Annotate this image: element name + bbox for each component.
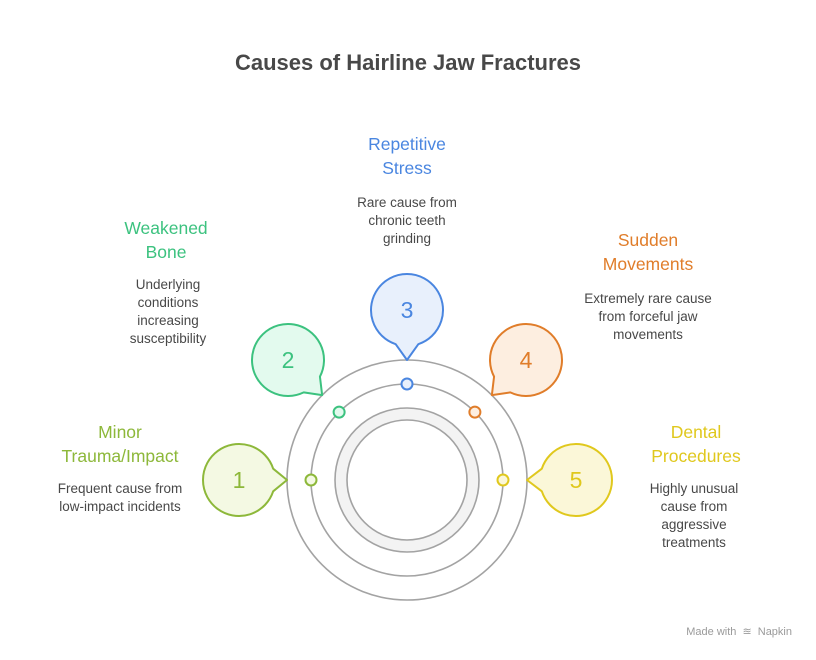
ring-marker-3 [400, 377, 414, 391]
cause-description-line: conditions [137, 295, 199, 310]
speech-bubble-shape [251, 323, 325, 397]
cause-title-line: Minor [98, 422, 142, 442]
page-title: Causes of Hairline Jaw Fractures [234, 50, 582, 75]
cause-description-5: Highly unusual cause from aggressive treatm… [614, 480, 774, 552]
speech-bubble-shape [202, 443, 288, 517]
cause-description-line: movements [613, 327, 683, 342]
ring-marker-5 [496, 473, 510, 487]
made-with-napkin[interactable]: Made with ≊ Napkin [686, 625, 792, 638]
outer-ring [286, 359, 528, 601]
bubble-number: 5 [570, 467, 583, 493]
cause-title-line: Bone [145, 242, 187, 262]
bubble-1: 1 [202, 443, 288, 517]
ring-marker-1 [304, 473, 318, 487]
made-with-text: Made with [686, 626, 737, 638]
bubble-5: 5 [526, 443, 613, 517]
ring-marker-2 [332, 405, 346, 419]
cause-description-line: treatments [662, 535, 726, 550]
bubble-number: 2 [282, 347, 295, 373]
cause-description-line: from forceful jaw [598, 309, 698, 324]
cause-title-line: Sudden [617, 230, 679, 250]
cause-description-line: low-impact incidents [59, 499, 181, 514]
cause-description-line: aggressive [661, 517, 727, 532]
cause-description-4: Extremely rare cause from forceful jaw mov… [558, 290, 738, 344]
cause-description-3: Rare cause from chronic teeth grinding [327, 194, 487, 248]
cause-description-line: increasing [137, 313, 199, 328]
cause-description-2: Underlying conditions increasing susceptibi… [88, 276, 248, 348]
cause-description-line: susceptibility [129, 331, 207, 346]
cause-title-line: Procedures [651, 446, 741, 466]
speech-bubble-shape [370, 273, 444, 361]
speech-bubble-shape [526, 443, 613, 517]
inner-band-inner-edge [346, 419, 468, 541]
bubble-number: 1 [233, 467, 246, 493]
cause-description-1: Frequent cause from low-impact incidents [40, 480, 200, 516]
cause-title-line: Dental [670, 422, 722, 442]
cause-description-line: Highly unusual [649, 481, 739, 496]
cause-description-line: Rare cause from [357, 195, 457, 210]
napkin-logo-icon: ≊ [742, 626, 752, 638]
ring-structure [286, 359, 528, 601]
inner-band-outer-edge [334, 407, 480, 553]
cause-title-line: Weakened [124, 218, 208, 238]
speech-bubble-shape [489, 323, 563, 397]
ring-marker-4 [468, 405, 482, 419]
inner-band [335, 408, 479, 552]
bubble-2: 2 [251, 323, 325, 397]
bubble-number: 3 [401, 297, 414, 323]
cause-description-line: cause from [660, 499, 728, 514]
cause-description-line: chronic teeth [368, 213, 446, 228]
cause-title-line: Movements [602, 254, 694, 274]
cause-description-line: grinding [382, 231, 432, 246]
cause-description-line: Frequent cause from [57, 481, 183, 496]
bubble-4: 4 [489, 323, 563, 397]
cause-title-line: Trauma/Impact [61, 446, 179, 466]
bubble-3: 3 [370, 273, 444, 361]
cause-description-line: Extremely rare cause [584, 291, 712, 306]
napkin-brand-text: Napkin [757, 626, 792, 638]
bubble-number: 4 [520, 347, 533, 373]
cause-description-line: Underlying [135, 277, 201, 292]
cause-title-line: Stress [382, 158, 432, 178]
cause-title-line: Repetitive [368, 134, 446, 154]
